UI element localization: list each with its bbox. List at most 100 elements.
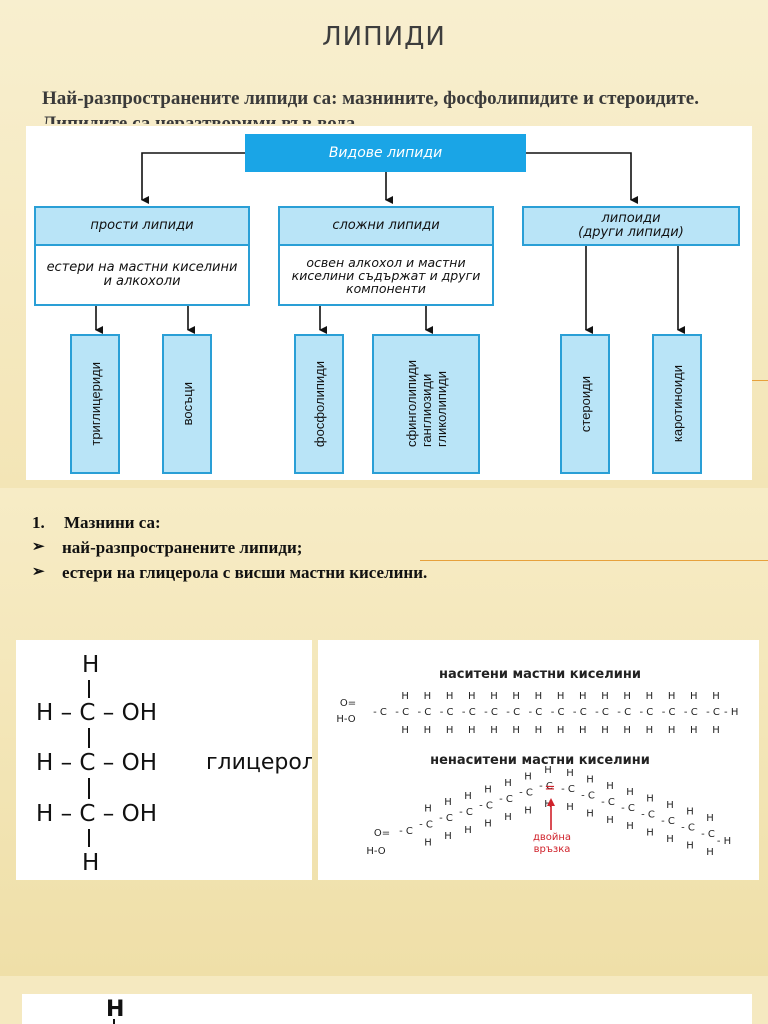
hydrogen-atom: H [646, 794, 654, 805]
formula-row: H – C – OH [36, 750, 157, 776]
carbon-atom: - C [581, 790, 595, 801]
list-item: ➢ естери на глицерола с висши мастни кис… [32, 560, 427, 585]
hydrogen-atom: H [601, 725, 609, 736]
carbon-atom: - C [418, 707, 432, 718]
fatty-acids-panel: наситени мастни киселини ненаситени маст… [318, 640, 759, 880]
hydrogen-atom: H [504, 812, 512, 823]
hydrogen-atom: H [586, 774, 594, 785]
carbon-atom: - C [684, 707, 698, 718]
leaf-label: каротиноиди [669, 365, 685, 443]
hydroxyl-group: H-O [336, 714, 355, 725]
hydrogen-atom: H [566, 802, 574, 813]
hydrogen-atom: H [646, 828, 654, 839]
carbon-atom: - C [701, 829, 715, 840]
fats-list: 1. Мазнини са: ➢ най-разпространените ли… [32, 510, 427, 585]
hydrogen-atom: H [524, 806, 532, 817]
leaf-label: сфинголипиди ганглиозиди гликолипиди [403, 360, 449, 448]
hydrogen-atom: H [646, 725, 654, 736]
carbon-atom: - C [617, 707, 631, 718]
carbon-atom: - C [573, 707, 587, 718]
carbon-atom: - C [440, 707, 454, 718]
hydrogen-atom: H [712, 691, 720, 702]
atom-label: H [106, 997, 124, 1022]
hydrogen-atom: H [626, 821, 634, 832]
bullet-arrow-icon: ➢ [32, 539, 45, 555]
diagram-connectors [95, 152, 685, 334]
atom-label: H [82, 652, 99, 678]
hydrogen-atom: H [424, 691, 432, 702]
carbon-atom: - C [419, 820, 433, 831]
hydrogen-atom: H [623, 725, 631, 736]
hydrogen-atom: H [535, 725, 543, 736]
hydrogen-atom: H [464, 825, 472, 836]
slide-title: ЛИПИДИ [322, 22, 446, 52]
carbon-atom: - C [399, 826, 413, 837]
hydrogen-atom: H [468, 691, 476, 702]
hydrogen-atom: H [557, 691, 565, 702]
carbon-atom: - C [484, 707, 498, 718]
list-item-text: най-разпространените липиди; [62, 538, 303, 557]
carbon-atom: - C [662, 707, 676, 718]
hydrogen-atom: H [535, 691, 543, 702]
complex-lipids-title: сложни липиди [278, 206, 494, 246]
lipoids-title: липоиди (други липиди) [522, 206, 740, 246]
double-bond-label-line1: двойна [533, 832, 571, 843]
leaf-steroids: стероиди [560, 334, 610, 474]
hydrogen-atom: H [446, 725, 454, 736]
bullet-arrow-icon: ➢ [32, 564, 45, 580]
accent-rule [420, 560, 768, 561]
oxygen-atom: O= [340, 698, 356, 709]
glycerol-formula: H H – C – OH H – C – OH H – C – OH H гли… [36, 652, 316, 876]
hydrogen-atom: H [623, 691, 631, 702]
leaf-waxes: восъци [162, 334, 212, 474]
leaf-carotenoids: каротиноиди [652, 334, 702, 474]
intro-text: Най-разпространените липиди са: мазнинит… [42, 88, 699, 124]
carbon-atom: - C [601, 797, 615, 808]
carbon-atom: - C [506, 707, 520, 718]
carbon-atom: - C [529, 707, 543, 718]
glycerol-label: глицерол [206, 750, 312, 775]
formula-row: H – C – OH [36, 801, 157, 827]
double-bond-symbol: = [545, 781, 556, 796]
carbon-atom: - C [561, 784, 575, 795]
hydrogen-atom: H [512, 725, 520, 736]
hydrogen-atom: H [468, 725, 476, 736]
carbon-atom: - C [640, 707, 654, 718]
carbon-atom: - C [479, 800, 493, 811]
double-bond-label-line2: връзка [534, 844, 571, 855]
hydrogen-atom: H [706, 847, 714, 858]
hydrogen-atom: H [586, 808, 594, 819]
leaf-label: фосфолипиди [311, 360, 327, 448]
hydrogen-atom: H [626, 787, 634, 798]
hydrogen-atom: H [668, 691, 676, 702]
hydrogen-atom: H [490, 725, 498, 736]
carbon-atom: - C [681, 822, 695, 833]
hydrogen-atom: H [557, 725, 565, 736]
hydrogen-atom: H [690, 691, 698, 702]
hydrogen-atom: H [444, 797, 452, 808]
hydrogen-atom: H [484, 818, 492, 829]
oxygen-atom: O= [374, 828, 390, 839]
carbon-atom: - C [395, 707, 409, 718]
hydrogen-atom: H [484, 784, 492, 795]
list-item: ➢ най-разпространените липиди; [32, 535, 427, 560]
hydrogen-atom: H [579, 691, 587, 702]
hydroxyl-group: H-O [366, 846, 385, 857]
hydrogen-atom: H [706, 813, 714, 824]
glycerol-structure-panel: H H – C – OH H – C – OH H – C – OH H гли… [16, 640, 316, 880]
hydrogen-atom: H [712, 725, 720, 736]
preview-formula: H [106, 997, 124, 1024]
leaf-label: стероиди [577, 375, 593, 433]
hydrogen-atom: H [424, 838, 432, 849]
pointer-arrowhead-icon [547, 798, 555, 806]
fats-heading: Мазнини са: [64, 513, 161, 532]
hydrogen-atom: H [512, 691, 520, 702]
leaf-label: триглицериди [87, 362, 103, 446]
hydrogen-atom: H [646, 691, 654, 702]
hydrogen-atom: H [601, 691, 609, 702]
hydrogen-atom: H [524, 772, 532, 783]
hydrogen-atom: H [444, 831, 452, 842]
hydrogen-atom: H [544, 765, 552, 776]
hydrogen-atom: H [401, 725, 409, 736]
unsaturated-title: ненаситени мастни киселини [430, 753, 650, 768]
